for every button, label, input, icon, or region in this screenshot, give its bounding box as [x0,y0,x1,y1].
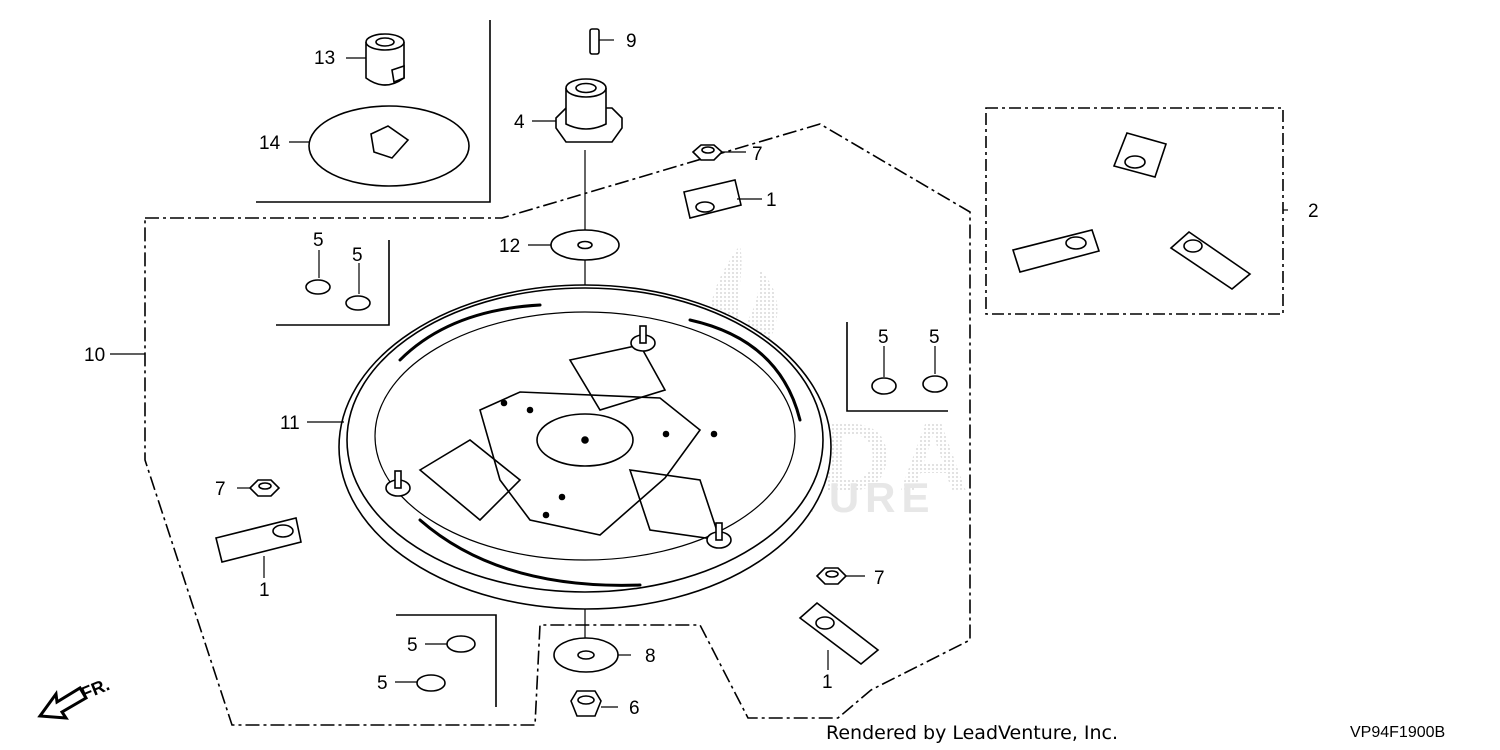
callout-5: 5 [313,230,324,251]
callout-7: 7 [874,568,885,589]
callout-12: 12 [499,236,520,257]
callout-14: 14 [259,133,281,154]
blade-part-1 [215,517,302,563]
washer-part-8 [553,637,619,673]
callout-5: 5 [929,327,940,348]
blade-set-box [985,107,1284,315]
hub-part-4 [555,78,623,143]
callout-labels: 13 14 9 4 12 7 1 2 10 11 7 1 7 1 8 6 5 5… [84,31,1319,719]
nut-part-7 [248,479,281,497]
callout-7: 7 [215,479,226,500]
diagram-code: VP94F1900B [1350,724,1445,741]
assembly-10-boundary [144,123,971,726]
front-direction-label: FR. [78,674,112,703]
collar-part-13 [365,33,405,86]
callout-5: 5 [377,673,388,694]
callout-2: 2 [1308,201,1319,222]
callout-6: 6 [629,698,640,719]
blade-part-1 [683,179,742,219]
key-part-9 [589,28,600,55]
front-direction-indicator: FR. [37,674,112,720]
callout-5: 5 [878,327,889,348]
callout-13: 13 [314,48,335,69]
footer-credit: Rendered by LeadVenture, Inc. [826,722,1118,744]
kit-box-5-right [846,322,948,412]
callout-11: 11 [280,413,300,434]
cap-part-5 [305,279,948,692]
nut-part-7 [815,567,848,585]
callout-5: 5 [407,635,418,656]
nut-part-6 [570,690,602,717]
callout-8: 8 [645,646,656,667]
callout-7: 7 [752,144,763,165]
plate-part-14 [308,105,470,187]
callout-10: 10 [84,345,105,366]
blade-part-2 [1011,132,1252,290]
callout-9: 9 [626,31,637,52]
callout-1: 1 [766,190,777,211]
blade-part-1 [798,601,880,666]
kit-box-5-top-left [276,240,390,326]
disc-part-11 [338,284,832,610]
front-arrow-icon [37,685,89,720]
callout-5: 5 [352,245,363,266]
washer-part-12 [550,229,620,261]
kit-box-13-14 [256,20,491,203]
nut-part-7 [691,144,724,161]
callout-4: 4 [514,112,525,133]
callout-1: 1 [259,580,270,601]
callout-1: 1 [822,672,833,693]
kit-box-5-bottom [396,614,497,707]
